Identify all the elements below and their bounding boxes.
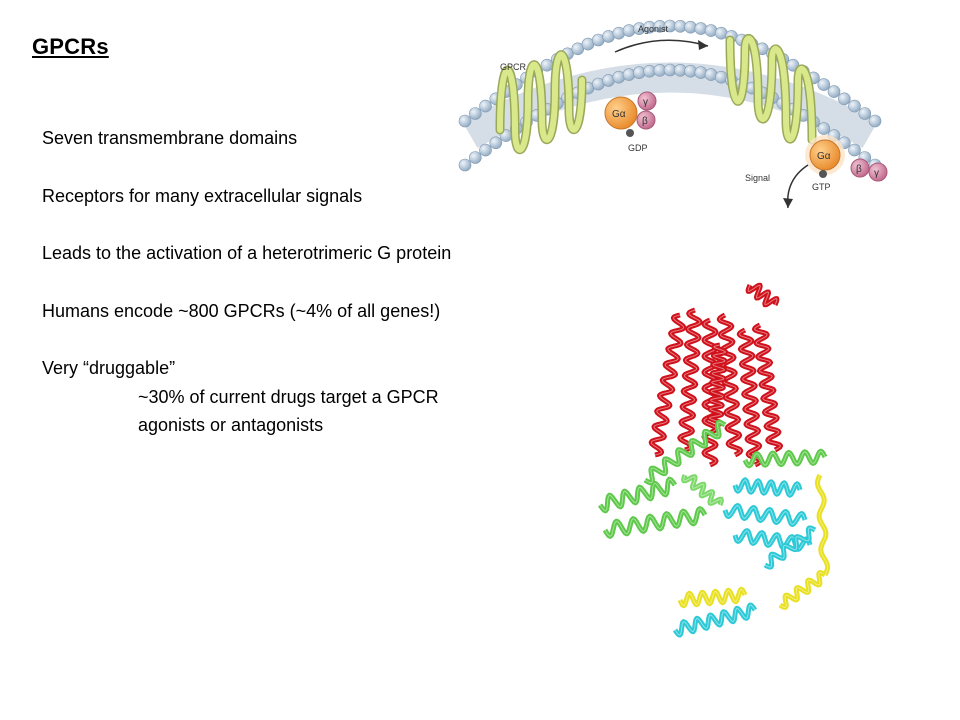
receptor-helix: [650, 314, 685, 456]
g-beta-sheet: [763, 525, 817, 570]
bullet-g-protein: Leads to the activation of a heterotrime…: [42, 243, 452, 263]
beta-active: [850, 158, 870, 178]
lipid-head: [458, 158, 472, 172]
g-gamma-loop: [814, 473, 831, 577]
g-gamma-loop: [816, 474, 829, 576]
g-gamma-helix: [677, 586, 748, 609]
receptor-helix: [708, 344, 727, 426]
g-beta-helix: [674, 604, 756, 636]
lipid-head: [848, 99, 861, 113]
signal-arrowhead: [783, 198, 793, 208]
receptor-helix: [718, 314, 742, 456]
gpcr-helices-right-fill: [727, 35, 815, 143]
bullet-druggable: Very “druggable”: [42, 358, 176, 378]
gamma-inactive-label: γ: [643, 97, 648, 108]
lipid-head: [848, 143, 861, 157]
receptor-helix: [677, 307, 703, 453]
g-alpha-helix: [744, 450, 826, 467]
beta-inactive-label: β: [642, 116, 648, 127]
receptor-helix: [745, 282, 780, 308]
g-alpha-helix: [599, 478, 676, 512]
gpcr-label: GPCR: [500, 62, 527, 72]
lipid-head: [468, 107, 482, 120]
gdp-label: GDP: [628, 143, 648, 153]
lipid-head: [458, 114, 472, 128]
gamma-active-label: γ: [874, 168, 879, 179]
lipid-head: [571, 42, 585, 56]
receptor-helix: [752, 322, 783, 453]
lipid-head: [622, 68, 636, 81]
lipid-head: [868, 114, 882, 128]
receptor-helix: [706, 342, 729, 428]
gtp-dot: [819, 170, 827, 178]
gtp-label: GTP: [812, 182, 831, 192]
sub-bullet-agonists: agonists or antagonists: [138, 415, 324, 435]
g-alpha-helix: [644, 421, 726, 484]
g-beta-sheet: [724, 505, 806, 525]
bullet-transmembrane: Seven transmembrane domains: [42, 128, 298, 148]
lipid-head: [694, 66, 708, 79]
g-alpha-helix: [742, 448, 828, 469]
gpcr-membrane-diagram: Agonist GPCR Gα γ β GDP Gα GTP β γ Signa…: [458, 19, 888, 209]
lipid-head: [479, 143, 492, 157]
lipid-head: [704, 24, 718, 37]
agonist-label: Agonist: [638, 24, 669, 34]
agonist-arrow: [614, 39, 709, 53]
lipid-head: [694, 22, 708, 35]
receptor-helix: [738, 329, 762, 466]
signal-label: Signal: [745, 173, 770, 183]
receptor-helix: [716, 312, 744, 458]
lipid-head: [858, 107, 872, 120]
g-gamma-helix: [778, 570, 827, 610]
g-alpha-helix: [597, 476, 678, 514]
lipid-head: [817, 122, 831, 135]
g-gamma-helix: [679, 588, 746, 607]
g-beta-helix: [672, 602, 758, 638]
lipid-head: [540, 58, 554, 72]
g-beta-sheet: [722, 503, 808, 527]
beta-inactive: [636, 110, 656, 130]
lipid-head: [827, 85, 841, 98]
g-alpha-inactive-label: Gα: [612, 109, 626, 120]
lipid-head: [489, 136, 503, 150]
g-alpha-active: [809, 139, 841, 171]
bullet-receptors: Receptors for many extracellular signals: [42, 186, 363, 206]
g-alpha-inactive: [604, 96, 638, 130]
g-alpha-sheet: [683, 474, 722, 506]
receptor-helix: [679, 309, 701, 451]
gpcr-helices-left-fill: [497, 51, 585, 153]
g-alpha-active-label: Gα: [817, 151, 831, 162]
bullet-humans-encode: Humans encode ~800 GPCRs (~4% of all gen…: [42, 301, 441, 321]
receptor-helix: [754, 324, 781, 451]
g-beta-sheet: [732, 477, 803, 498]
gamma-inactive: [637, 91, 657, 111]
slide-title: GPCRs: [32, 34, 109, 59]
gpcr-g-protein-structure: [597, 282, 831, 638]
lipid-head: [468, 151, 482, 164]
lipid-head: [817, 78, 831, 91]
receptor-helix: [736, 327, 764, 468]
receptor-helix: [747, 284, 778, 306]
g-beta-sheet: [764, 527, 816, 568]
g-alpha-helix: [643, 419, 727, 486]
lipid-head: [704, 68, 718, 81]
gamma-active: [868, 162, 888, 182]
sub-bullet-drugs: ~30% of current drugs target a GPCR: [138, 387, 439, 407]
receptor-helix: [648, 312, 687, 458]
beta-active-label: β: [856, 164, 862, 175]
g-alpha-sheet: [681, 474, 724, 506]
ribbon-structure: [597, 282, 831, 638]
lipid-head: [837, 92, 851, 106]
lipid-head: [479, 99, 492, 113]
gdp-dot: [626, 129, 634, 137]
agonist-arrowhead: [698, 40, 708, 50]
g-alpha-helix: [602, 506, 708, 539]
g-alpha-helix: [604, 508, 706, 537]
lipid-head: [622, 24, 636, 37]
g-gamma-helix: [779, 572, 826, 608]
g-beta-sheet: [734, 479, 801, 496]
